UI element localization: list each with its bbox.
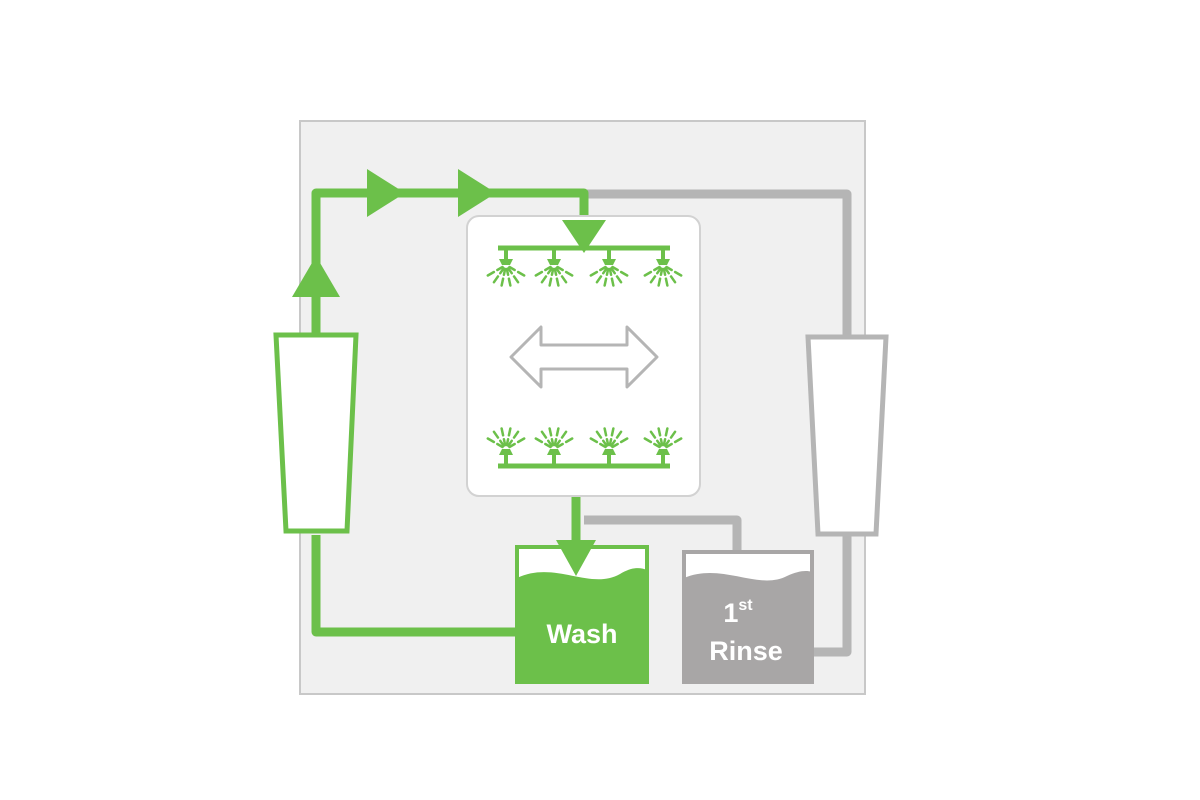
rinse-tank-number: 1st	[723, 597, 753, 628]
wash-supply-pipe	[311, 535, 519, 637]
double-arrow-icon	[509, 325, 659, 389]
bottom-nozzles	[486, 427, 683, 464]
rinse-loop	[584, 189, 852, 657]
spray-nozzle-icon	[486, 427, 526, 464]
rinse-tank-label: Rinse	[709, 636, 783, 666]
spray-nozzle-icon	[589, 250, 629, 287]
triangle-arrow-icon	[458, 169, 496, 217]
top-nozzles	[486, 250, 683, 287]
wash-tank: Wash	[515, 545, 649, 684]
spray-nozzle-icon	[643, 427, 683, 464]
spray-nozzle-icon	[643, 250, 683, 287]
chamber-to-rinse-pipe	[584, 515, 742, 553]
rinse-tank: 1st Rinse	[682, 550, 814, 684]
triangle-arrow-icon	[556, 540, 596, 576]
rinse-filter	[805, 334, 889, 537]
rinse-feed-pipe	[812, 534, 852, 657]
wash-tank-label: Wash	[546, 619, 617, 649]
bottom-spray-manifold	[486, 427, 683, 469]
triangle-arrow-icon	[562, 220, 606, 253]
spray-nozzle-icon	[589, 427, 629, 464]
spray-nozzle-icon	[534, 427, 574, 464]
triangle-arrow-icon	[367, 169, 405, 217]
top-spray-manifold	[486, 245, 683, 287]
spray-nozzle-icon	[534, 250, 574, 287]
flow-arrows	[292, 169, 496, 297]
wash-filter	[273, 332, 359, 534]
rinse-return-pipe	[585, 189, 852, 335]
rinse-tank-liquid	[684, 571, 812, 682]
spray-nozzle-icon	[486, 250, 526, 287]
wash-tank-liquid	[517, 568, 647, 682]
triangle-arrow-icon	[292, 256, 340, 297]
